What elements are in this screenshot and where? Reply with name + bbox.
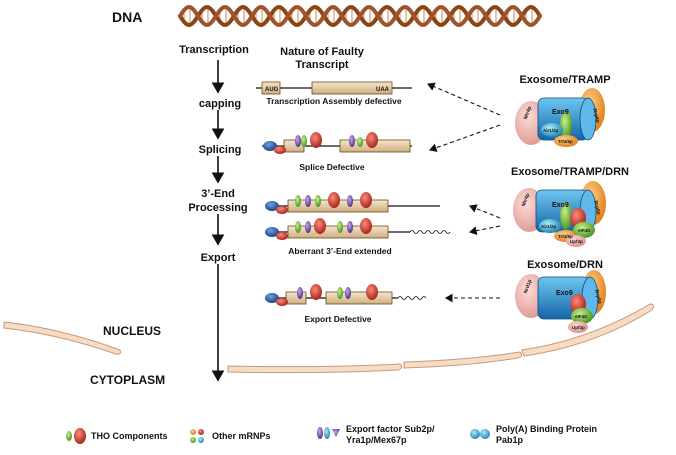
complex-title-tramp-drn: Exosome/TRAMP/DRN [511,166,629,178]
legend-polya-label-1: Poly(A) Binding Protein [496,424,597,434]
legend-polya-label-2: Pab1p [496,435,524,445]
step-processing: Processing [188,202,247,214]
mtr4p-label-2: Mtr4p [521,193,531,208]
complex-title-tramp: Exosome/TRAMP [519,74,610,86]
uaa-label: UAA [376,87,390,93]
dna-label: DNA [112,9,142,25]
step-capping: capping [199,98,241,110]
aug-label: AUG [265,87,279,93]
legend-tho: THO Components [66,428,168,444]
rrp6p-label-3: Rrp6p [593,289,603,305]
air1p-label-1: Air1/2p [543,128,559,133]
rrp6p-label-2: Rrp6p [592,200,602,216]
eif4g-label-3: eIF4G [575,314,588,319]
upf3p-label-3: Upf3p [572,325,585,330]
legend-tho-label: THO Components [91,431,168,441]
step-splicing: Splicing [199,144,242,156]
cytoplasm-label: CYTOPLASM [90,373,165,387]
transcript-export-defective: Export Defective [265,284,427,324]
exo9-label-3: Exo9 [556,290,573,297]
transcript-splice-defective: Splice Defective [262,132,412,172]
defect-splice-label: Splice Defective [299,162,364,172]
mtr4p-label-1: Mtr4p [523,106,533,121]
faulty-title-line2: Transcript [295,59,349,71]
exo9-label-2: Exo9 [552,202,569,209]
nuclear-envelope [3,303,655,374]
defect-transcription-label: Transcription Assembly defective [266,96,402,106]
complex-exosome-drn: Exo9 Rrp6p Nrd1p eIF4G Upf3p [515,270,606,333]
nucleus-label: NUCLEUS [103,324,161,338]
trf4p-label-2: Trf4/5p [558,234,573,239]
eif4g-label-2: eIF4G [578,228,591,233]
defect-export-label: Export Defective [304,314,371,324]
legend-other: Other mRNPs [190,429,271,443]
transcript-assembly-defective: AUG UAA Transcription Assembly defective [256,81,412,106]
legend-export-label-2: Yra1p/Mex67p [346,435,407,445]
complex-exosome-tramp-drn: Exo9 Rrp6p Mtr4p Air1/2p Trf4/5p eIF4G U… [513,181,606,247]
defect-aberrant-label: Aberrant 3’-End extended [288,246,391,256]
exo9-label-1: Exo9 [552,109,569,116]
transcript-aberrant-end: Aberrant 3’-End extended [265,192,451,256]
legend-other-label: Other mRNPs [212,431,271,441]
step-export: Export [201,252,236,264]
faulty-title-line1: Nature of Faulty [280,46,365,58]
legend-export: Export factor Sub2p/ Yra1p/Mex67p [317,424,435,445]
complex-title-drn: Exosome/DRN [527,259,603,271]
rrp6p-label-1: Rrp6p [591,108,601,124]
nrd1-label-3: Nrd1p [523,279,534,295]
air1p-label-2: Air1/2p [541,224,557,229]
upf3p-label-2: Upf3p [570,239,583,244]
dna-helix [178,5,542,27]
legend-export-label-1: Export factor Sub2p/ [346,424,435,434]
legend: THO Components Other mRNPs Export factor… [66,424,597,445]
legend-polya: Poly(A) Binding Protein Pab1p [470,424,597,445]
surveillance-arrows [426,82,501,303]
step-transcription: Transcription [179,44,249,56]
complex-exosome-tramp: Exo9 Rrp6p Mtr4p Air1/2p Trf4/5p [515,88,605,147]
step-3end: 3’-End [201,188,235,200]
trf4p-label-1: Trf4/5p [558,139,573,144]
